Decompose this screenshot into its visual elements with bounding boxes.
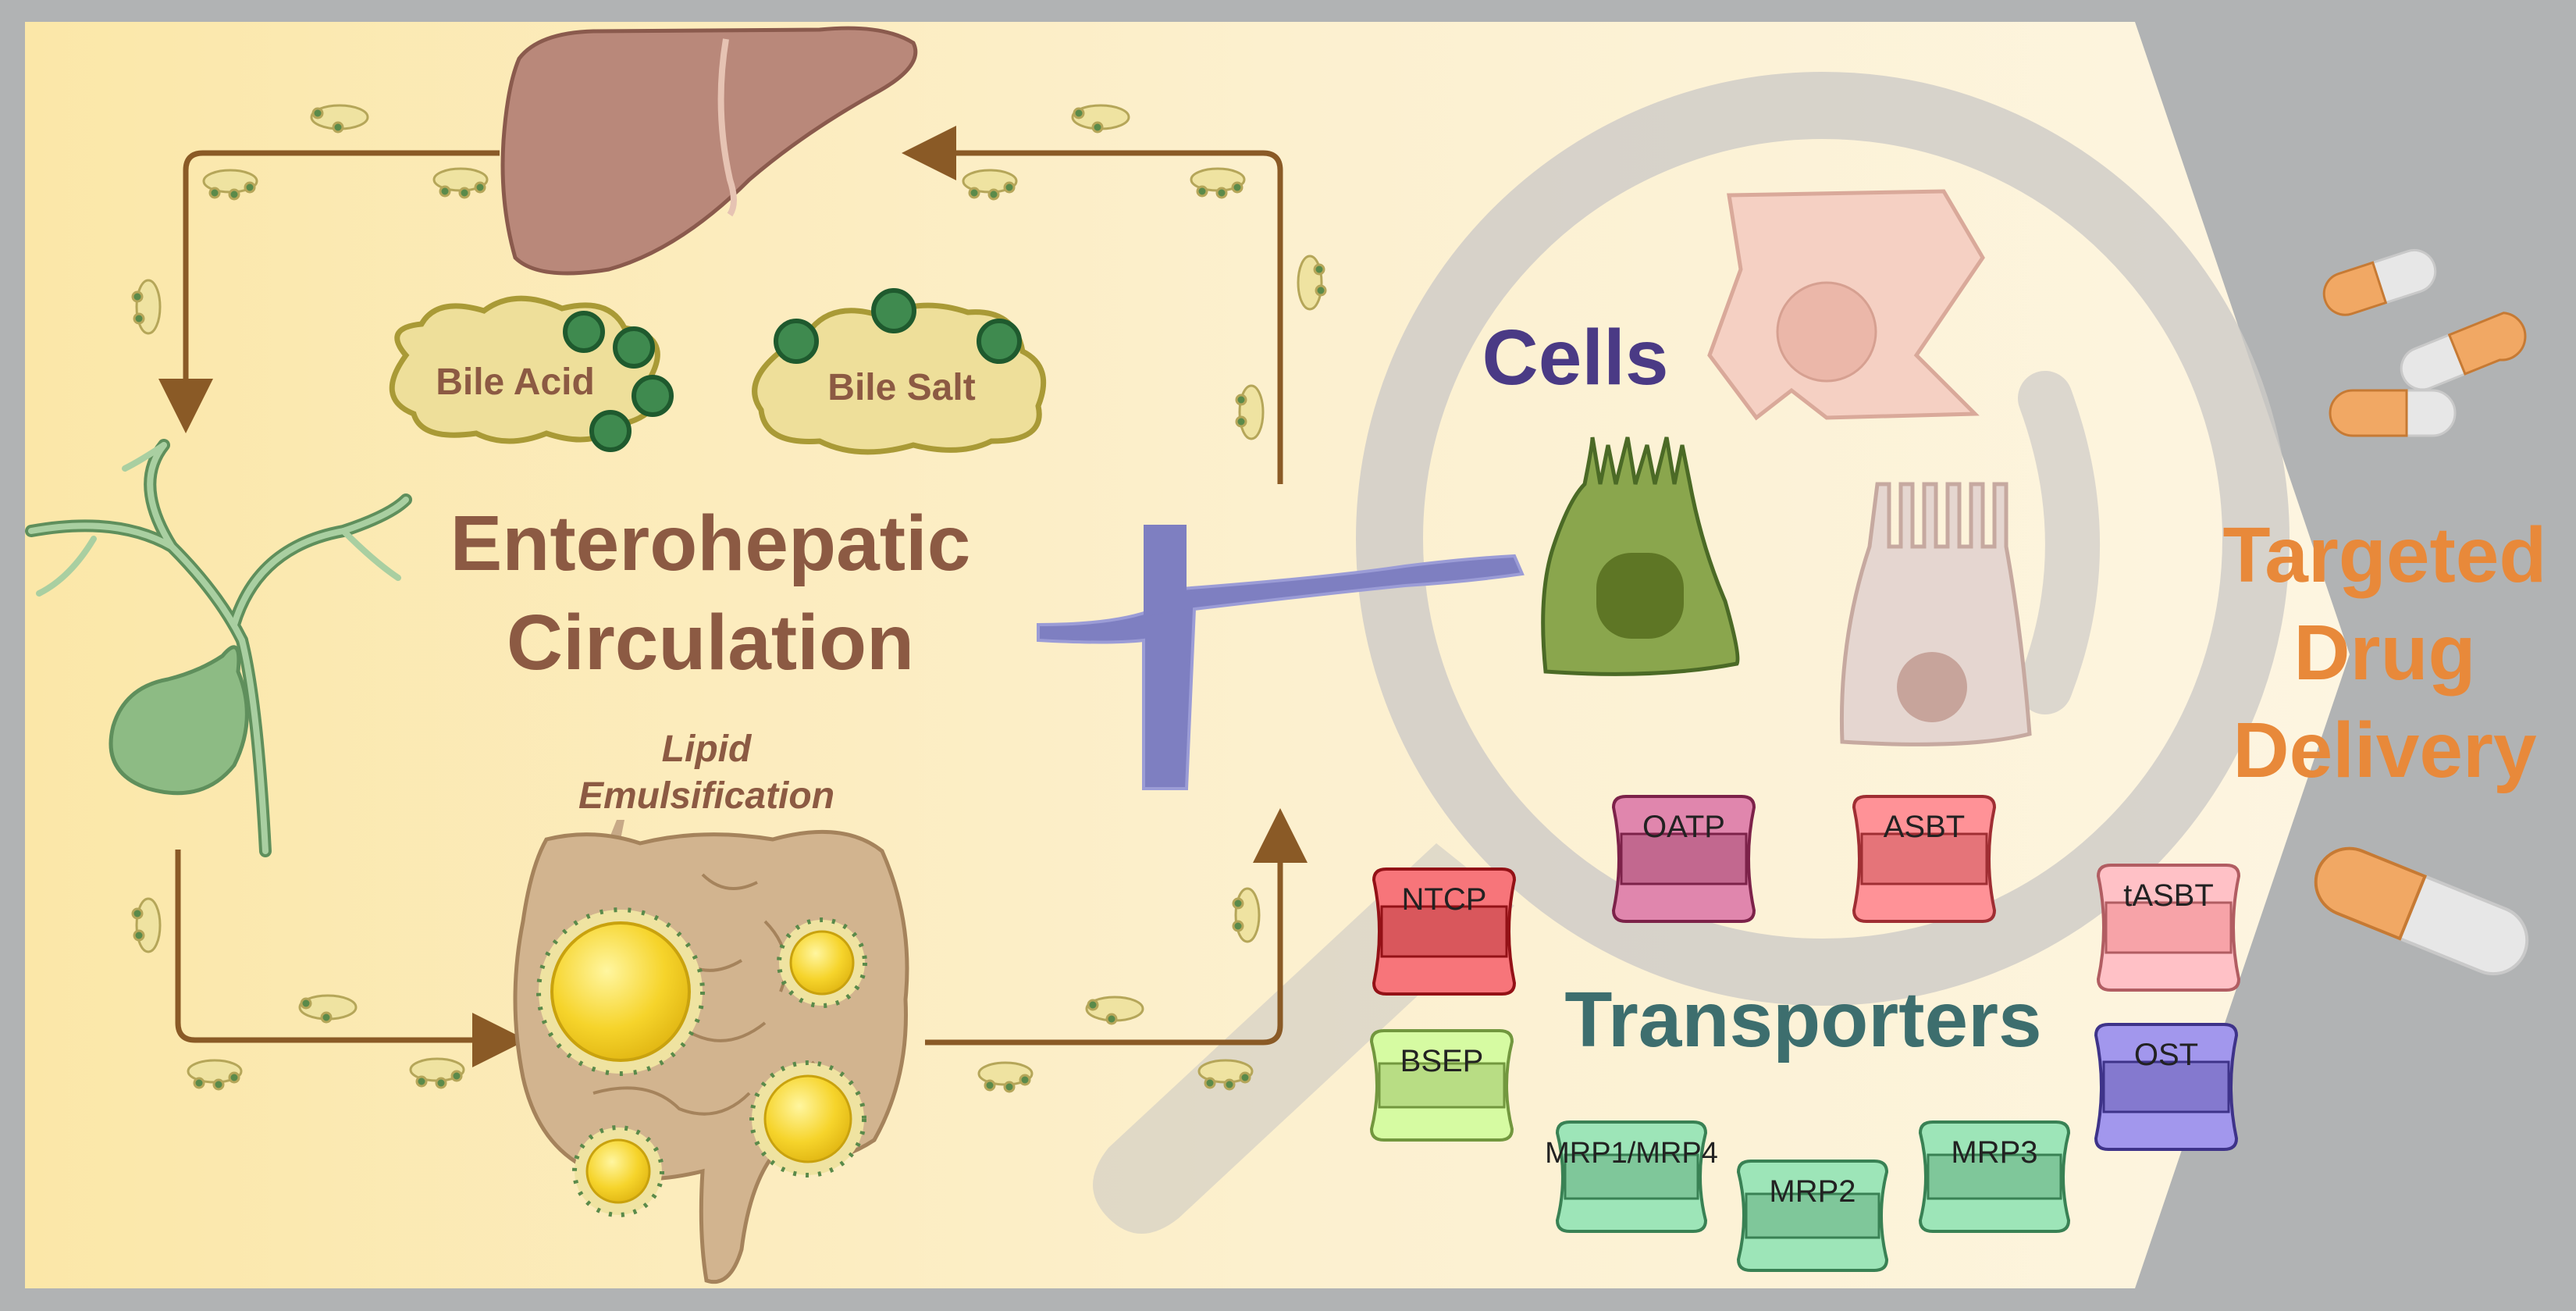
transporter-label: ASBT	[1884, 810, 1965, 844]
cholangiocyte-icon	[1839, 482, 2032, 746]
liver-icon	[500, 26, 918, 276]
transporter-bsep: BSEP	[1369, 1029, 1514, 1142]
transporter-band	[1745, 1192, 1880, 1239]
hepatocyte-icon	[1707, 189, 1985, 421]
capsule-icon	[2322, 248, 2437, 316]
bile-cloud-icon	[131, 897, 162, 953]
title-line2: Circulation	[507, 599, 914, 686]
transporter-band	[1620, 832, 1748, 885]
transporter-band	[2102, 1060, 2230, 1113]
fat-droplets	[536, 907, 867, 1217]
transporter-band	[1860, 832, 1988, 885]
transporters-label: Transporters	[1564, 976, 2041, 1063]
bile-cloud-icon	[1197, 1059, 1254, 1091]
bile-cloud-icon	[962, 169, 1018, 201]
circulation-arrows	[158, 126, 1308, 1067]
delivery-label-line1: Targeted	[2223, 511, 2547, 599]
transporter-ost: OST	[2094, 1023, 2239, 1151]
bile-cloud-icon	[409, 1057, 465, 1089]
transporter-mrp2: MRP2	[1736, 1160, 1889, 1272]
transporter-oatp: OATP	[1611, 795, 1756, 923]
transporter-label: tASBT	[2123, 878, 2214, 913]
bile-cloud-icons	[131, 104, 1327, 1093]
transporter-band	[1927, 1153, 2062, 1200]
delivery-label-line2: Drug	[2293, 609, 2475, 696]
transporter-label: OST	[2134, 1038, 2198, 1072]
bile-acid-cloud: Bile Acid	[389, 295, 674, 452]
bile-cloud-icon	[1235, 384, 1265, 440]
bile-cloud-icon	[298, 994, 358, 1024]
bile-cloud-icon	[310, 104, 369, 134]
bile-cloud-icon	[1190, 167, 1246, 199]
transporter-label: OATP	[1642, 810, 1725, 844]
bile-cloud-icon	[1071, 104, 1130, 134]
capsule-icon	[2400, 312, 2527, 391]
bile-cloud-icon	[432, 167, 489, 199]
fat-droplet	[749, 1060, 866, 1177]
bile-cloud-icon	[131, 279, 162, 335]
bile-cloud-icon	[202, 169, 258, 201]
transporter-tasbt: tASBT	[2096, 864, 2241, 992]
lipid-label-line2: Emulsification	[578, 775, 834, 817]
enterocyte-icon	[1541, 436, 1740, 676]
capsule-icons	[2314, 248, 2529, 976]
fat-droplet	[777, 917, 867, 1008]
transporter-label: NTCP	[1402, 882, 1487, 917]
capsule-icon	[2314, 846, 2529, 976]
transporter-asbt: ASBT	[1852, 795, 1997, 923]
delivery-label-line3: Delivery	[2233, 707, 2537, 794]
capsule-icon	[2329, 389, 2457, 437]
transporter-label: MRP3	[1951, 1135, 2037, 1170]
gallbladder-icon	[25, 439, 412, 857]
fat-droplet	[572, 1125, 664, 1217]
lipid-label-line1: Lipid	[662, 729, 753, 770]
transporter-band	[1378, 1062, 1506, 1109]
transporter-label: BSEP	[1400, 1044, 1484, 1078]
transporter-mrp1-mrp4: MRP1/MRP4	[1545, 1120, 1718, 1233]
bile-salt-cloud: Bile Salt	[752, 288, 1047, 455]
bile-cloud-icon	[1297, 255, 1327, 311]
transporter-ntcp: NTCP	[1372, 867, 1517, 996]
cells-label: Cells	[1482, 314, 1668, 401]
bile-salt-label: Bile Salt	[827, 367, 975, 408]
bile-cloud-icon	[1232, 887, 1261, 943]
blood-vessel-icon	[1037, 525, 1525, 790]
fat-droplet	[536, 907, 705, 1076]
transporter-label: MRP1/MRP4	[1545, 1137, 1718, 1170]
transporter-band	[1380, 905, 1508, 958]
bile-cloud-icon	[1085, 996, 1144, 1025]
bile-cloud-icon	[187, 1059, 243, 1091]
bile-acid-label: Bile Acid	[436, 362, 595, 403]
transporter-label: MRP2	[1769, 1174, 1856, 1209]
transporter-band	[2105, 901, 2233, 954]
transporter-band	[1564, 1153, 1699, 1200]
bile-cloud-icon	[977, 1061, 1034, 1093]
transporter-mrp3: MRP3	[1918, 1120, 2071, 1233]
title-line1: Enterohepatic	[450, 500, 971, 587]
